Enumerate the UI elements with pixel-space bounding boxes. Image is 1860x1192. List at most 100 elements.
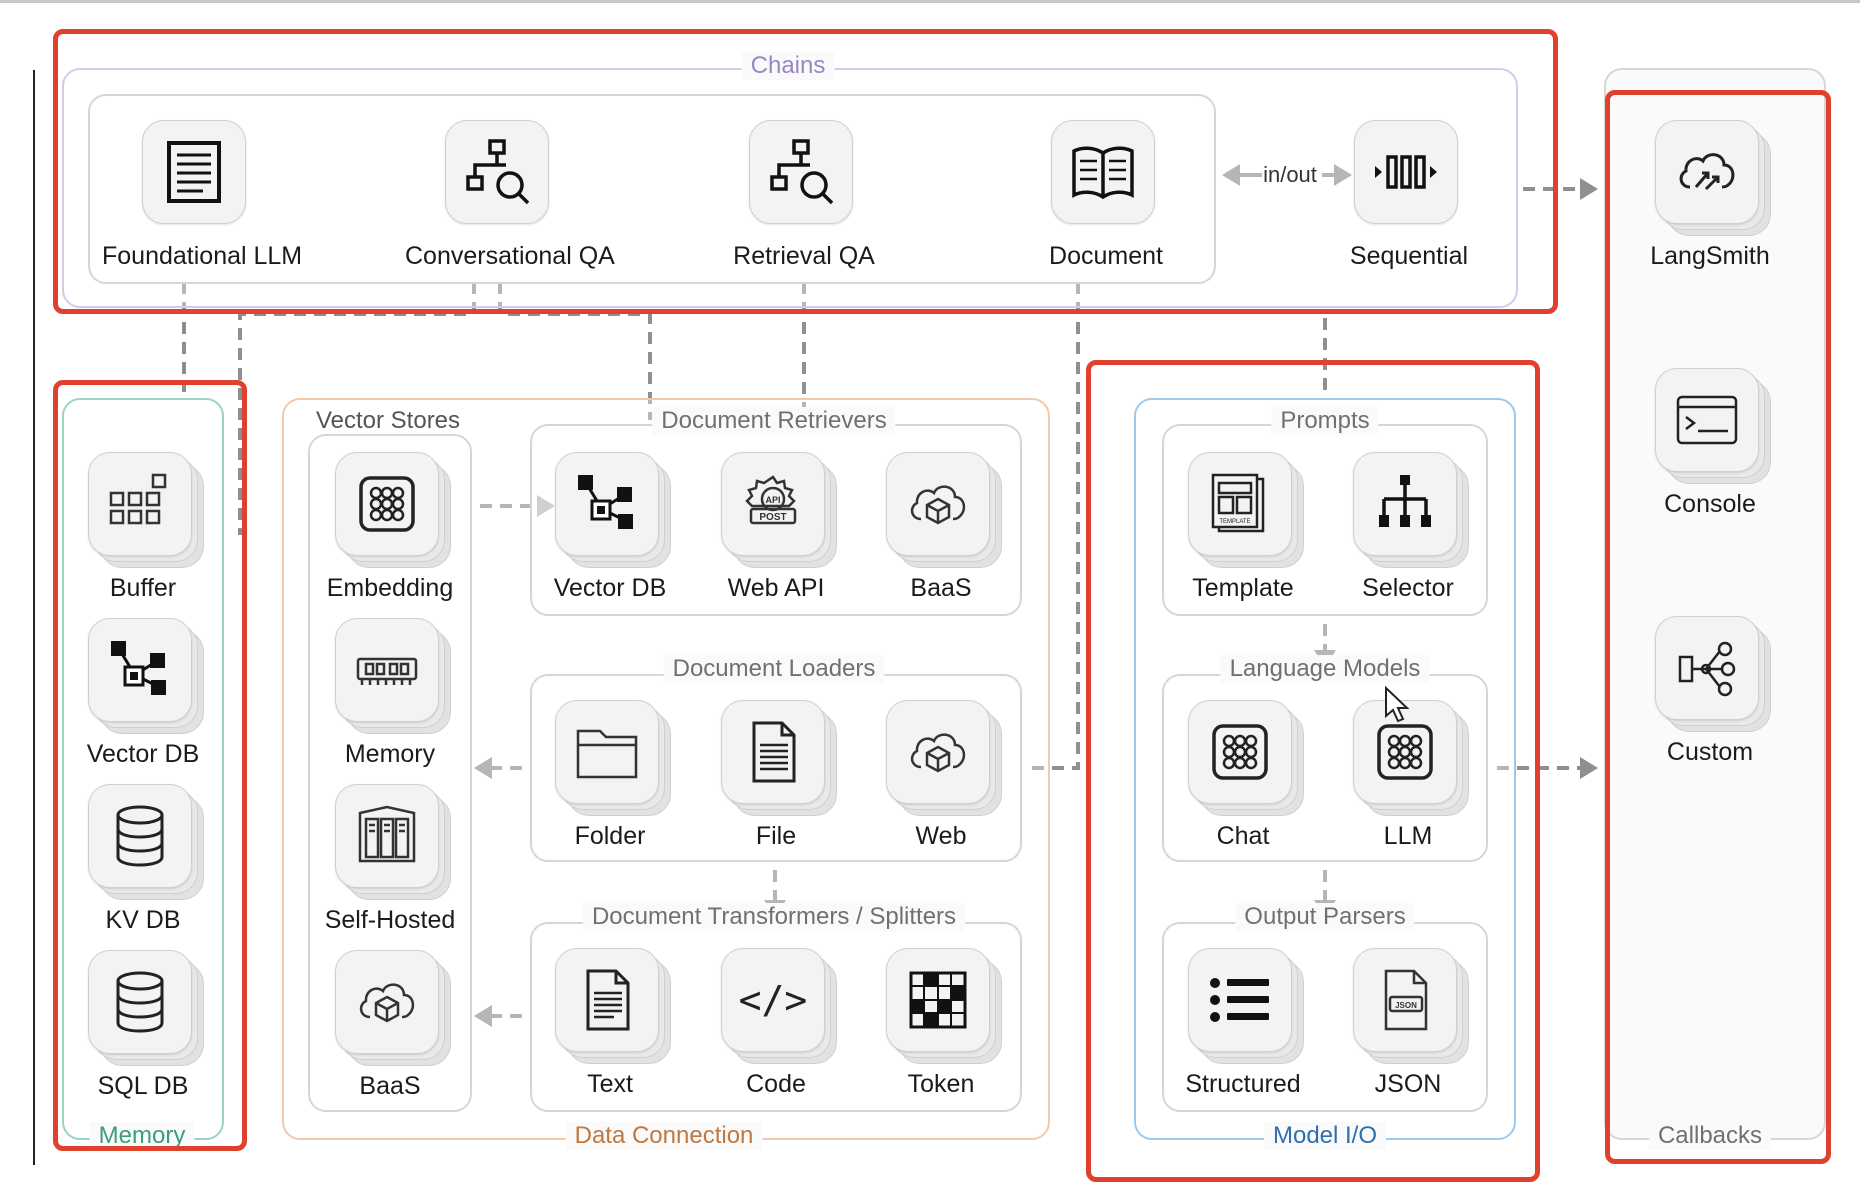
model-io-legend: Model I/O bbox=[1263, 1122, 1387, 1150]
cloud-box-icon bbox=[910, 733, 966, 773]
loader-label: Web bbox=[915, 822, 967, 850]
retriever-label: BaaS bbox=[910, 574, 972, 602]
code-icon: </> bbox=[739, 978, 808, 1022]
chain-conversational-qa[interactable]: Conversational QA bbox=[405, 120, 615, 280]
json-file-icon: JSON bbox=[1384, 969, 1428, 1031]
loader-label: File bbox=[755, 822, 797, 850]
retriever-web-api[interactable]: API POST Web API bbox=[681, 452, 871, 612]
vector-store-embedding[interactable]: Embedding bbox=[295, 452, 485, 612]
chain-label: Conversational QA bbox=[405, 242, 615, 270]
vector-store-baas[interactable]: BaaS bbox=[295, 950, 485, 1110]
memory-label: Buffer bbox=[109, 574, 177, 602]
retriever-label: Web API bbox=[727, 574, 825, 602]
vector-db-icon bbox=[111, 641, 166, 695]
loader-web[interactable]: Web bbox=[846, 700, 1036, 860]
parser-label: JSON bbox=[1374, 1070, 1442, 1098]
vector-store-self-hosted[interactable]: Self-Hosted bbox=[295, 784, 485, 944]
chain-sequential[interactable]: Sequential bbox=[1314, 120, 1504, 280]
grid-icon bbox=[109, 473, 167, 525]
prompt-label: Template bbox=[1192, 574, 1294, 602]
template-icon-text: TEMPLATE bbox=[1219, 519, 1250, 525]
callback-label: Custom bbox=[1666, 738, 1754, 766]
memory-legend: Memory bbox=[89, 1122, 195, 1150]
callback-console[interactable]: Console bbox=[1615, 368, 1805, 528]
hierarchy-icon bbox=[1379, 475, 1431, 527]
prompt-selector[interactable]: Selector bbox=[1313, 452, 1503, 612]
transformer-label: Code bbox=[746, 1070, 806, 1098]
chain-label: Sequential bbox=[1349, 242, 1469, 270]
tree-search-icon bbox=[466, 139, 530, 205]
vector-store-label: Memory bbox=[344, 740, 436, 768]
transformer-text[interactable]: Text bbox=[515, 948, 705, 1108]
model-label: LLM bbox=[1383, 822, 1433, 850]
chains-inner-group bbox=[88, 94, 1216, 284]
model-chat[interactable]: Chat bbox=[1148, 700, 1338, 860]
prompt-template[interactable]: TEMPLATE Template bbox=[1148, 452, 1338, 612]
memory-sql-db[interactable]: SQL DB bbox=[48, 950, 238, 1110]
api-icon-text: API bbox=[765, 495, 780, 505]
callback-langsmith[interactable]: LangSmith bbox=[1615, 120, 1805, 280]
callback-label: Console bbox=[1664, 490, 1756, 518]
memory-label: KV DB bbox=[105, 906, 181, 934]
arrow-head bbox=[1580, 178, 1598, 200]
chip-icon bbox=[359, 476, 415, 532]
api-gear-icon: API POST bbox=[745, 475, 797, 525]
vector-db-icon bbox=[578, 475, 633, 529]
tree-search-icon bbox=[770, 139, 834, 205]
vector-store-memory[interactable]: Memory bbox=[295, 618, 485, 778]
ram-icon bbox=[356, 657, 418, 685]
list-doc-icon bbox=[167, 141, 221, 203]
share-nodes-icon bbox=[1678, 641, 1736, 697]
vector-store-label: Self-Hosted bbox=[324, 906, 456, 934]
post-icon-text: POST bbox=[759, 512, 786, 523]
parser-structured[interactable]: Structured bbox=[1148, 948, 1338, 1108]
chains-legend: Chains bbox=[741, 52, 835, 80]
memory-buffer[interactable]: Buffer bbox=[48, 452, 238, 612]
memory-label: Vector DB bbox=[86, 740, 200, 768]
database-icon bbox=[116, 971, 164, 1033]
text-doc-icon bbox=[586, 969, 630, 1031]
loader-folder[interactable]: Folder bbox=[515, 700, 705, 860]
token-grid-icon bbox=[909, 971, 967, 1029]
output-parsers-legend: Output Parsers bbox=[1235, 903, 1415, 931]
callback-custom[interactable]: Custom bbox=[1615, 616, 1805, 776]
retriever-baas[interactable]: BaaS bbox=[846, 452, 1036, 612]
transformer-code[interactable]: </> Code bbox=[681, 948, 871, 1108]
cloud-box-icon bbox=[359, 983, 415, 1023]
transformer-token[interactable]: Token bbox=[846, 948, 1036, 1108]
top-divider bbox=[0, 0, 1860, 3]
inout-label: in/out bbox=[1263, 162, 1317, 187]
model-llm[interactable]: LLM bbox=[1313, 700, 1503, 860]
chain-label: Foundational LLM bbox=[102, 242, 303, 270]
json-icon-text: JSON bbox=[1395, 1001, 1417, 1010]
model-label: Chat bbox=[1216, 822, 1270, 850]
code-icon-text: </> bbox=[739, 978, 808, 1022]
template-icon: TEMPLATE bbox=[1211, 473, 1265, 533]
server-icon bbox=[358, 805, 416, 863]
data-connection-legend: Data Connection bbox=[565, 1122, 763, 1150]
chain-retrieval-qa[interactable]: Retrieval QA bbox=[709, 120, 899, 280]
sequence-icon bbox=[1375, 155, 1437, 189]
memory-vector-db[interactable]: Vector DB bbox=[48, 618, 238, 778]
file-icon bbox=[752, 721, 796, 783]
loader-label: Folder bbox=[574, 822, 646, 850]
retriever-vector-db[interactable]: Vector DB bbox=[515, 452, 705, 612]
parser-label: Structured bbox=[1185, 1070, 1301, 1098]
retriever-label: Vector DB bbox=[553, 574, 667, 602]
left-rule bbox=[33, 70, 35, 1165]
document-transformers-legend: Document Transformers / Splitters bbox=[582, 903, 966, 931]
folder-icon bbox=[576, 729, 638, 779]
transformer-label: Text bbox=[587, 1070, 633, 1098]
memory-kv-db[interactable]: KV DB bbox=[48, 784, 238, 944]
parser-json[interactable]: JSON JSON bbox=[1313, 948, 1503, 1108]
callback-label: LangSmith bbox=[1650, 242, 1770, 270]
book-icon bbox=[1072, 146, 1134, 200]
database-icon bbox=[116, 805, 164, 867]
chain-foundational-llm[interactable]: Foundational LLM bbox=[102, 120, 303, 280]
chain-document[interactable]: Document bbox=[1011, 120, 1201, 280]
memory-label: SQL DB bbox=[97, 1072, 189, 1100]
loader-file[interactable]: File bbox=[681, 700, 871, 860]
chip-icon bbox=[1377, 724, 1433, 780]
vector-store-label: BaaS bbox=[359, 1072, 421, 1100]
